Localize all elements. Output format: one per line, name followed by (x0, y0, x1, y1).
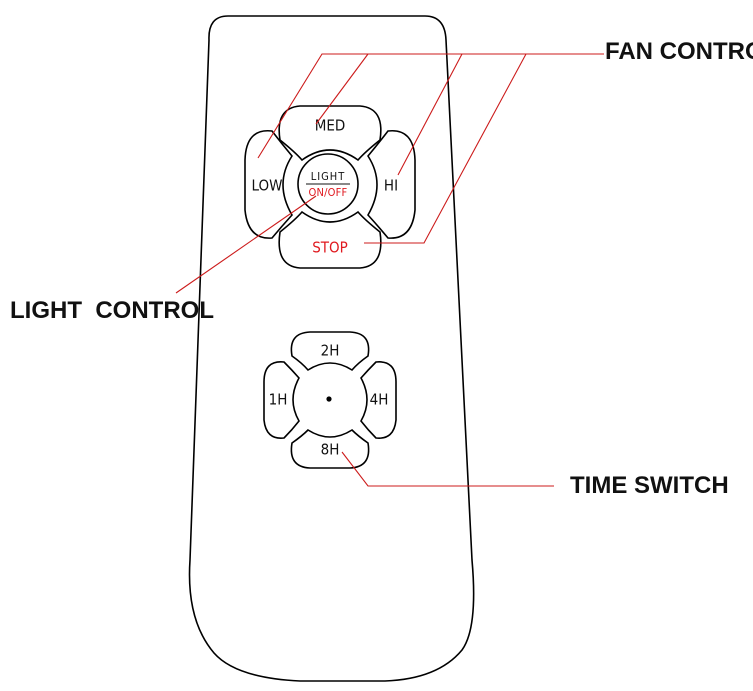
timer-4h-button[interactable]: 4H (360, 361, 397, 439)
fan-control-label: FAN CONTROL (605, 38, 753, 65)
light-control-label: LIGHT CONTROL (10, 297, 214, 324)
light-control-leader (175, 195, 317, 294)
timer-1h-button[interactable]: 1H (263, 361, 300, 439)
time-switch-leader (341, 451, 554, 487)
time-switch-label: TIME SWITCH (570, 472, 729, 499)
light-button[interactable]: LIGHT ON/OFF (297, 153, 359, 215)
fan-control-leaders (257, 53, 604, 244)
center-dot (326, 396, 332, 402)
